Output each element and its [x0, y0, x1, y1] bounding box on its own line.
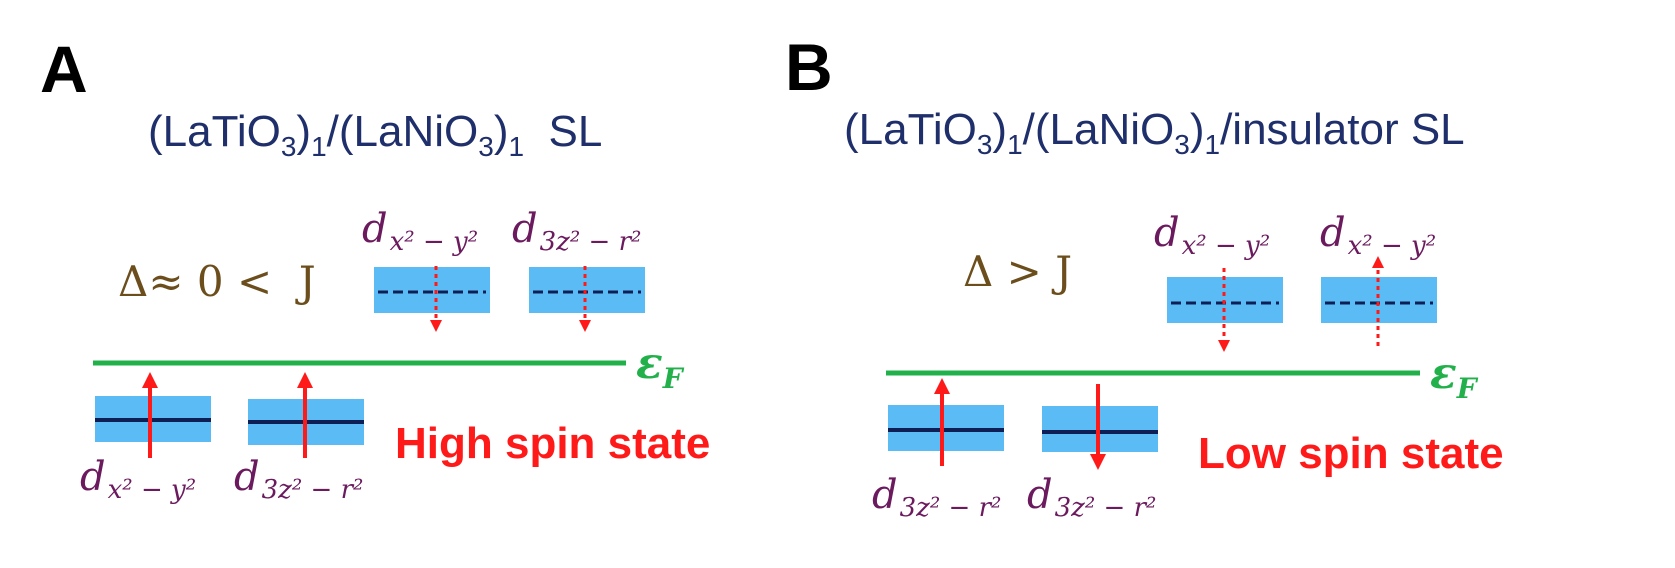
panel-a-lower-level-2 [248, 372, 364, 458]
panel-b-lower-level-2 [1042, 384, 1158, 470]
panel-a-fermi-label: εF [636, 338, 685, 395]
panel-a-lower-level-1 [95, 372, 211, 458]
panel-a-state-label: High spin state [395, 419, 710, 468]
panel-b-condition: Δ > J [963, 247, 1072, 296]
panel-b-lower-label-2: d3z² − r² [1027, 472, 1156, 523]
panel-a-upper-level-2 [529, 266, 645, 332]
panel-b-lower-level-1 [888, 378, 1004, 466]
panel-a-lower-label-2: d3z² − r² [234, 454, 363, 505]
panel-b-letter: B [785, 30, 833, 104]
panel-a: A (LaTiO3)1/(LaNiO3)1 SL Δ≈ 0 < J dx² − … [40, 32, 710, 505]
panel-b-upper-label-2: dx² − y² [1320, 210, 1436, 261]
panel-b: B (LaTiO3)1/(LaNiO3)1/insulator SL Δ > J… [785, 30, 1504, 523]
panel-b-lower-label-1: d3z² − r² [872, 472, 1001, 523]
panel-b-upper-level-2 [1321, 256, 1437, 346]
panel-a-letter: A [40, 32, 88, 106]
panel-b-state-label: Low spin state [1198, 429, 1504, 478]
panel-b-upper-label-1: dx² − y² [1154, 210, 1270, 261]
panel-a-condition: Δ≈ 0 < J [118, 257, 316, 306]
panel-b-upper-level-1 [1167, 268, 1283, 352]
panel-a-upper-level-1 [374, 266, 490, 332]
panel-a-upper-label-1: dx² − y² [362, 206, 478, 257]
panel-a-upper-label-2: d3z² − r² [512, 206, 641, 257]
panel-a-title: (LaTiO3)1/(LaNiO3)1 SL [148, 107, 602, 162]
panel-a-lower-label-1: dx² − y² [80, 454, 196, 505]
panel-b-title: (LaTiO3)1/(LaNiO3)1/insulator SL [844, 105, 1465, 160]
panel-b-fermi-label: εF [1430, 348, 1479, 405]
